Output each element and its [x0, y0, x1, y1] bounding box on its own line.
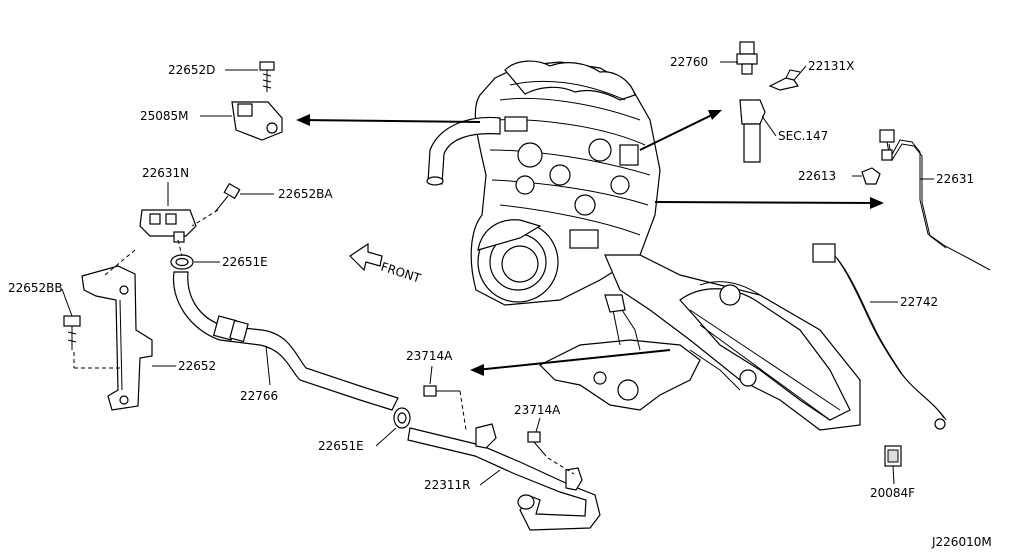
bracket-22652	[81, 265, 153, 411]
pointer-arrows	[296, 110, 884, 376]
clip-20084F	[884, 445, 902, 467]
label-22742: 22742	[900, 295, 938, 309]
clamp-22651E-bottom	[393, 407, 411, 429]
label-23714A-left: 23714A	[406, 349, 453, 363]
sensor-22742	[812, 243, 947, 430]
label-22631: 22631	[936, 172, 974, 186]
exhaust-assembly	[538, 254, 861, 431]
front-label: FRONT	[379, 260, 423, 286]
label-25085M: 25085M	[140, 109, 189, 123]
sensor-25085M	[231, 101, 283, 141]
tube-22311R	[407, 423, 601, 531]
label-22613: 22613	[798, 169, 836, 183]
clip-22131X	[768, 69, 801, 91]
label-22760: 22760	[670, 55, 708, 69]
front-direction-arrow	[349, 242, 383, 272]
bolt-23714A-right	[527, 431, 547, 457]
bolt-22652D	[259, 61, 275, 92]
label-20084F: 20084F	[870, 486, 915, 500]
label-22311R: 22311R	[424, 478, 471, 492]
nut-22613	[861, 167, 881, 185]
label-SEC147: SEC.147	[778, 129, 828, 143]
bolt-22652BB	[63, 315, 81, 350]
part-labels: 22652D 25085M 22631N 22652BA 22651E 2265…	[8, 55, 992, 549]
label-22631N: 22631N	[142, 166, 189, 180]
hose-22766	[172, 271, 399, 411]
sensor-22631N	[139, 209, 197, 243]
hose-SEC147	[739, 99, 766, 163]
leader-lines	[61, 61, 934, 486]
assembly-dashed-lines	[73, 209, 575, 475]
label-22652D: 22652D	[168, 63, 215, 77]
label-22131X: 22131X	[808, 59, 854, 73]
bolt-23714A-left	[423, 385, 460, 397]
label-22652: 22652	[178, 359, 216, 373]
label-23714A-right: 23714A	[514, 403, 561, 417]
label-22652BA: 22652BA	[278, 187, 333, 201]
engine-assembly	[426, 60, 661, 306]
label-22766: 22766	[240, 389, 278, 403]
label-22651E-bottom: 22651E	[318, 439, 364, 453]
sensor-22760	[736, 41, 758, 75]
sensor-22631	[879, 129, 991, 271]
clamp-22651E-top	[170, 254, 194, 270]
diagram-id: J226010M	[931, 535, 992, 549]
label-22651E-top: 22651E	[222, 255, 268, 269]
label-22652BB: 22652BB	[8, 281, 63, 295]
bolt-22652BA	[214, 182, 241, 213]
